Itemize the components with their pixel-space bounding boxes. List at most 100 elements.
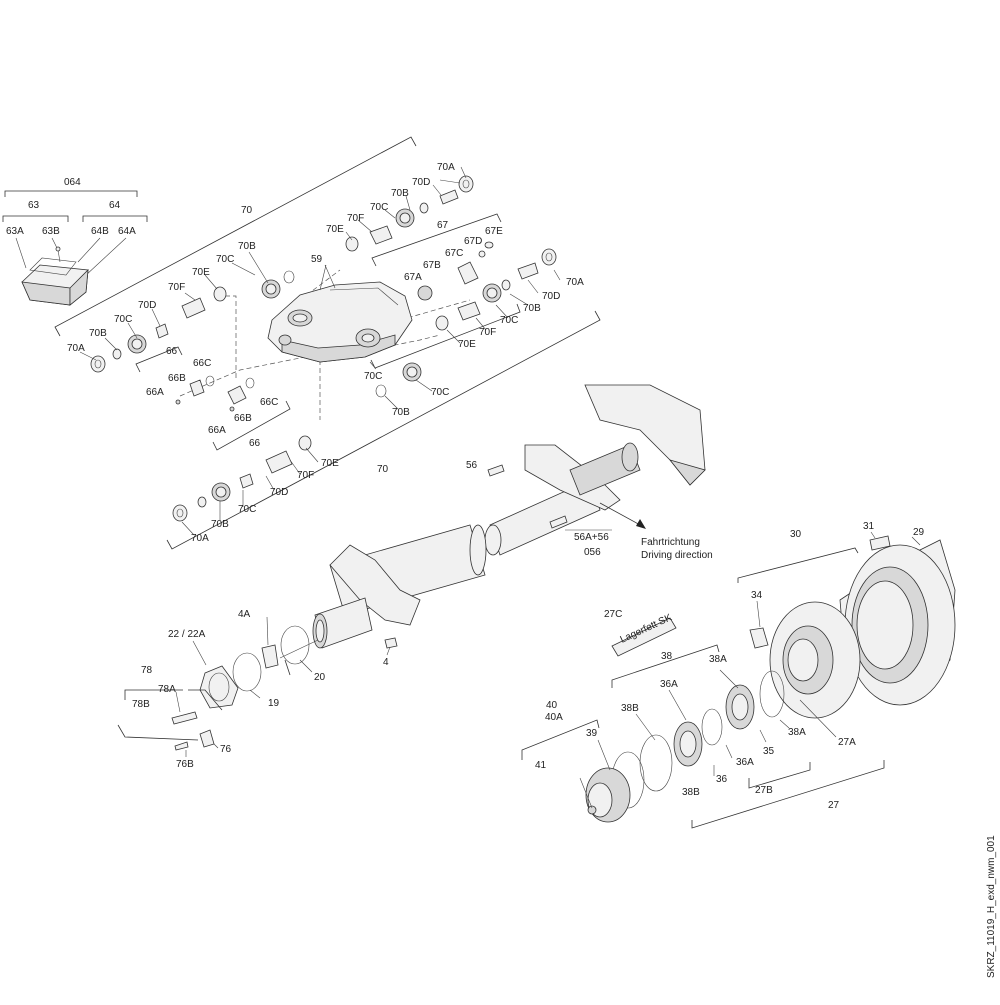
label-27B: 27B (755, 785, 773, 796)
label-70C-top: 70C (370, 202, 388, 213)
label-4: 4 (383, 657, 389, 668)
label-36A-top: 36A (660, 679, 678, 690)
label-20: 20 (314, 672, 326, 683)
label-38: 38 (661, 651, 673, 662)
label-22-22A: 22 / 22A (168, 629, 206, 640)
label-70A-top: 70A (437, 162, 455, 173)
label-38A-bottom: 38A (788, 727, 806, 738)
label-67E: 67E (485, 226, 503, 237)
left-piston-chain (90, 270, 295, 373)
label-78: 78 (141, 665, 153, 676)
label-70B-left: 70B (89, 328, 107, 339)
label-70C-center: 70C (364, 371, 382, 382)
label-36A-bottom: 36A (736, 757, 754, 768)
label-66B-top: 66B (168, 373, 186, 384)
label-66-top: 66 (166, 346, 178, 357)
hub-parts-left (117, 625, 398, 751)
label-70C-left: 70C (114, 314, 132, 325)
label-38B-bottom: 38B (682, 787, 700, 798)
label-70B-bottom: 70B (211, 519, 229, 530)
label-70A-left: 70A (67, 343, 85, 354)
label-64: 64 (109, 200, 121, 211)
lower-piston-chain (172, 435, 312, 522)
label-36: 36 (716, 774, 728, 785)
label-70E-bottom: 70E (321, 458, 339, 469)
label-70D-midleft: 70D (138, 300, 156, 311)
label-70B-top: 70B (391, 188, 409, 199)
label-70E-right: 70E (458, 339, 476, 350)
label-70F-bottom: 70F (297, 470, 314, 481)
leader-lines (79, 166, 921, 809)
drawing-id: SKRZ_11019_H_exd_nwm_001 (986, 835, 997, 978)
label-56: 56 (466, 460, 478, 471)
label-70D-right: 70D (542, 291, 560, 302)
label-76B: 76B (176, 759, 194, 770)
label-70B-midleft: 70B (238, 241, 256, 252)
label-70C-center-right: 70C (431, 387, 449, 398)
label-63B: 63B (42, 226, 60, 237)
label-70E-midleft: 70E (192, 267, 210, 278)
label-70F-midleft: 70F (168, 282, 185, 293)
label-064: 064 (64, 177, 81, 188)
label-31: 31 (863, 521, 875, 532)
label-34: 34 (751, 590, 763, 601)
label-38A-top: 38A (709, 654, 727, 665)
label-41: 41 (535, 760, 547, 771)
label-70C-midleft: 70C (216, 254, 234, 265)
label-66-bottom: 66 (249, 438, 261, 449)
label-70D-top: 70D (412, 177, 430, 188)
label-66A-top: 66A (146, 387, 164, 398)
label-40A: 40A (545, 712, 563, 723)
label-78B: 78B (132, 699, 150, 710)
label-70C-bottom: 70C (238, 504, 256, 515)
brake-pad-group (2, 190, 148, 306)
group-66 (175, 375, 255, 412)
upper-piston-chain (345, 175, 474, 252)
label-63A: 63A (6, 226, 24, 237)
label-67C: 67C (445, 248, 463, 259)
label-70D-bottom: 70D (270, 487, 288, 498)
right-piston-chain (375, 241, 557, 398)
label-70E-top: 70E (326, 224, 344, 235)
label-70-top: 70 (241, 205, 253, 216)
label-67B: 67B (423, 260, 441, 271)
label-64B: 64B (91, 226, 109, 237)
label-66B-bottom: 66B (234, 413, 252, 424)
label-driving-direction: Driving direction (641, 550, 713, 561)
label-66A-bottom: 66A (208, 425, 226, 436)
label-70A-bottom: 70A (191, 533, 209, 544)
label-38B-top: 38B (621, 703, 639, 714)
part-labels: 064 63 64 63A 63B 64B 64A 70 70A 70D 70B… (6, 162, 997, 978)
label-76: 76 (220, 744, 232, 755)
label-78A: 78A (158, 684, 176, 695)
label-4A: 4A (238, 609, 251, 620)
label-59: 59 (311, 254, 323, 265)
axle-assembly (279, 384, 706, 676)
label-fahrtrichtung: Fahrtrichtung (641, 537, 700, 548)
label-67D: 67D (464, 236, 482, 247)
bolts-56 (487, 464, 612, 531)
label-19: 19 (268, 698, 280, 709)
label-056: 056 (584, 547, 601, 558)
label-70B-center: 70B (392, 407, 410, 418)
driving-direction-arrow (599, 502, 646, 529)
label-66C-top: 66C (193, 358, 211, 369)
label-70F-right: 70F (479, 327, 496, 338)
label-70A-right: 70A (566, 277, 584, 288)
label-63: 63 (28, 200, 40, 211)
label-67A: 67A (404, 272, 422, 283)
label-27C: 27C (604, 609, 622, 620)
label-64A: 64A (118, 226, 136, 237)
label-30: 30 (790, 529, 802, 540)
label-39: 39 (586, 728, 598, 739)
label-29: 29 (913, 527, 925, 538)
label-35: 35 (763, 746, 775, 757)
label-27: 27 (828, 800, 840, 811)
label-70B-right: 70B (523, 303, 541, 314)
label-70-bottom: 70 (377, 464, 389, 475)
caliper-housing (267, 264, 413, 363)
hub-and-disc (521, 535, 956, 829)
label-66C-bottom: 66C (260, 397, 278, 408)
